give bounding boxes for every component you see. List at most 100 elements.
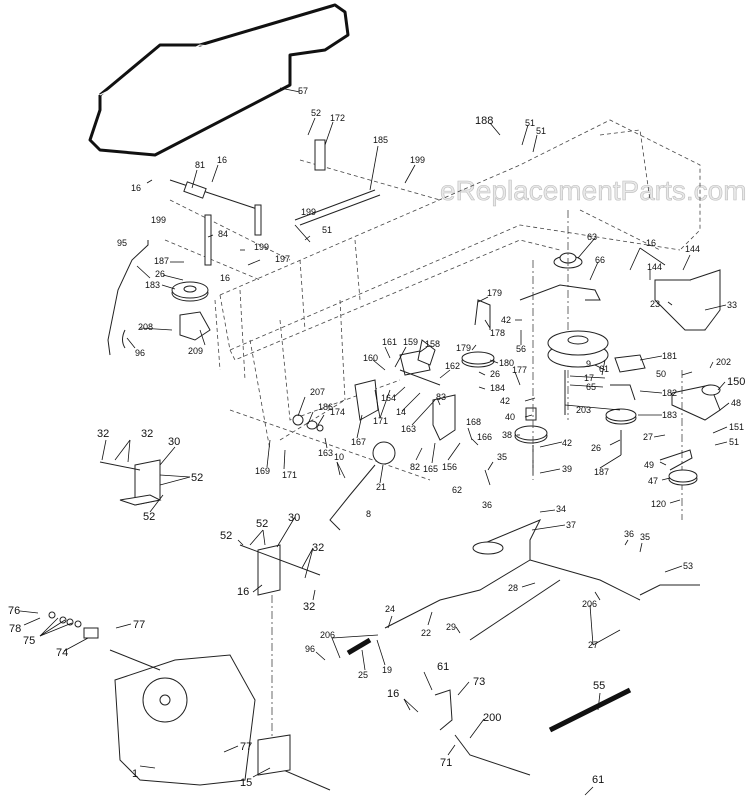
label-21[interactable]: 21 — [376, 482, 386, 492]
label-208[interactable]: 208 — [138, 322, 153, 332]
label-42[interactable]: 42 — [501, 315, 511, 325]
label-197[interactable]: 197 — [275, 254, 290, 264]
label-199[interactable]: 199 — [151, 215, 166, 225]
label-183[interactable]: 183 — [145, 280, 160, 290]
label-206[interactable]: 206 — [320, 630, 335, 640]
label-202[interactable]: 202 — [716, 357, 731, 367]
label-171[interactable]: 171 — [282, 470, 297, 480]
label-17[interactable]: 17 — [584, 373, 594, 383]
label-162[interactable]: 162 — [445, 361, 460, 371]
label-199[interactable]: 199 — [301, 207, 316, 217]
label-28[interactable]: 28 — [508, 583, 518, 593]
label-26[interactable]: 26 — [591, 443, 601, 453]
label-36[interactable]: 36 — [482, 500, 492, 510]
label-150[interactable]: 150 — [727, 376, 745, 388]
label-182[interactable]: 182 — [662, 388, 677, 398]
label-33[interactable]: 33 — [727, 300, 737, 310]
label-52[interactable]: 52 — [256, 518, 268, 530]
label-32[interactable]: 32 — [141, 428, 153, 440]
label-159[interactable]: 159 — [403, 337, 418, 347]
label-187[interactable]: 187 — [594, 467, 609, 477]
label-57[interactable]: 57 — [298, 86, 308, 96]
label-96[interactable]: 96 — [135, 348, 145, 358]
label-161[interactable]: 161 — [382, 337, 397, 347]
label-52[interactable]: 52 — [220, 530, 232, 542]
label-183[interactable]: 183 — [662, 410, 677, 420]
label-77[interactable]: 77 — [240, 741, 252, 753]
label-156[interactable]: 156 — [442, 462, 457, 472]
label-95[interactable]: 95 — [117, 238, 127, 248]
label-14[interactable]: 14 — [396, 407, 406, 417]
label-158[interactable]: 158 — [425, 339, 440, 349]
label-55[interactable]: 55 — [593, 680, 605, 692]
label-73[interactable]: 73 — [473, 676, 485, 688]
label-27[interactable]: 27 — [643, 432, 653, 442]
label-209[interactable]: 209 — [188, 346, 203, 356]
label-84[interactable]: 84 — [218, 229, 228, 239]
label-120[interactable]: 120 — [651, 499, 666, 509]
label-203[interactable]: 203 — [576, 405, 591, 415]
label-169[interactable]: 169 — [255, 466, 270, 476]
label-186[interactable]: 186 — [318, 402, 333, 412]
label-75[interactable]: 75 — [23, 635, 35, 647]
label-144[interactable]: 144 — [685, 244, 700, 254]
label-51[interactable]: 51 — [322, 225, 332, 235]
label-178[interactable]: 178 — [490, 328, 505, 338]
label-160[interactable]: 160 — [363, 353, 378, 363]
label-40[interactable]: 40 — [505, 412, 515, 422]
label-16[interactable]: 16 — [646, 238, 656, 248]
label-179[interactable]: 179 — [487, 288, 502, 298]
label-163[interactable]: 163 — [401, 424, 416, 434]
label-1[interactable]: 1 — [132, 768, 138, 780]
label-27[interactable]: 27 — [588, 640, 598, 650]
label-81[interactable]: 81 — [195, 160, 205, 170]
label-19[interactable]: 19 — [382, 665, 392, 675]
label-35[interactable]: 35 — [497, 452, 507, 462]
label-74[interactable]: 74 — [56, 647, 68, 659]
label-151[interactable]: 151 — [729, 422, 744, 432]
label-15[interactable]: 15 — [240, 777, 252, 789]
label-61[interactable]: 61 — [599, 364, 609, 374]
label-32[interactable]: 32 — [97, 428, 109, 440]
label-39[interactable]: 39 — [562, 464, 572, 474]
label-188[interactable]: 188 — [475, 115, 493, 127]
label-34[interactable]: 34 — [556, 504, 566, 514]
label-52[interactable]: 52 — [191, 472, 203, 484]
label-22[interactable]: 22 — [421, 628, 431, 638]
label-38[interactable]: 38 — [502, 430, 512, 440]
label-9[interactable]: 9 — [586, 359, 591, 369]
label-71[interactable]: 71 — [440, 757, 452, 769]
label-199[interactable]: 199 — [254, 242, 269, 252]
label-52[interactable]: 52 — [311, 108, 321, 118]
label-48[interactable]: 48 — [731, 398, 741, 408]
label-16[interactable]: 16 — [387, 688, 399, 700]
label-25[interactable]: 25 — [358, 670, 368, 680]
label-207[interactable]: 207 — [310, 387, 325, 397]
label-16[interactable]: 16 — [237, 586, 249, 598]
label-165[interactable]: 165 — [423, 464, 438, 474]
label-52[interactable]: 52 — [143, 511, 155, 523]
label-30[interactable]: 30 — [168, 436, 180, 448]
label-50[interactable]: 50 — [656, 369, 666, 379]
label-65[interactable]: 65 — [586, 382, 596, 392]
label-29[interactable]: 29 — [446, 622, 456, 632]
label-61[interactable]: 61 — [592, 774, 604, 786]
label-26[interactable]: 26 — [155, 269, 165, 279]
label-184[interactable]: 184 — [490, 383, 505, 393]
label-172[interactable]: 172 — [330, 113, 345, 123]
label-144[interactable]: 144 — [647, 262, 662, 272]
label-187[interactable]: 187 — [154, 256, 169, 266]
label-49[interactable]: 49 — [644, 460, 654, 470]
label-83[interactable]: 83 — [436, 392, 446, 402]
label-30[interactable]: 30 — [288, 512, 300, 524]
label-206[interactable]: 206 — [582, 599, 597, 609]
label-56[interactable]: 56 — [516, 344, 526, 354]
label-180[interactable]: 180 — [499, 358, 514, 368]
label-42[interactable]: 42 — [562, 438, 572, 448]
label-16[interactable]: 16 — [220, 273, 230, 283]
label-185[interactable]: 185 — [373, 135, 388, 145]
label-179[interactable]: 179 — [456, 343, 471, 353]
label-16[interactable]: 16 — [217, 155, 227, 165]
label-32[interactable]: 32 — [312, 542, 324, 554]
label-181[interactable]: 181 — [662, 351, 677, 361]
